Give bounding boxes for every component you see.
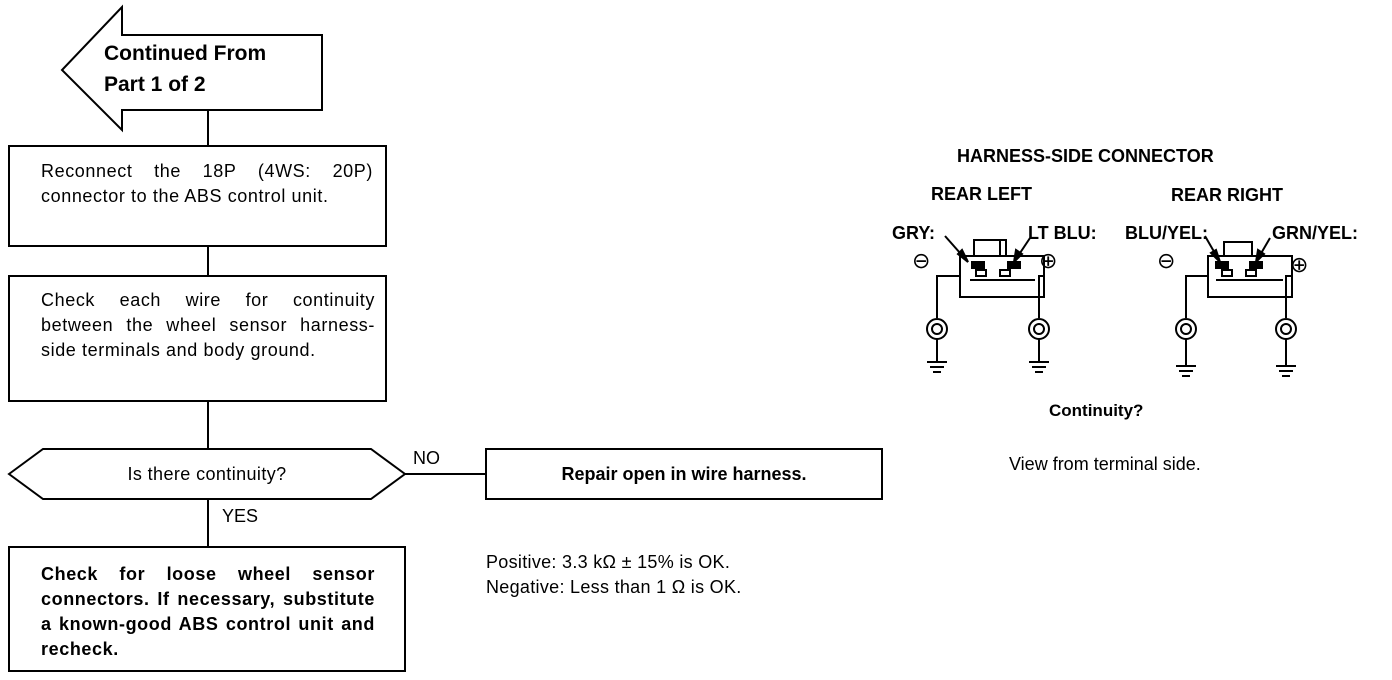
start-arrow-line1: Continued From <box>104 42 267 65</box>
minus-icon: ⊖ <box>912 248 931 273</box>
no-result-text: Repair open in wire harness. <box>561 464 807 484</box>
connector-title: HARNESS-SIDE CONNECTOR <box>957 146 1214 166</box>
view-caption: View from terminal side. <box>1009 454 1201 474</box>
rear-left-gry-label: GRY: <box>892 223 935 243</box>
continuity-caption: Continuity? <box>1049 401 1144 420</box>
rear-right-grnyel-label: GRN/YEL: <box>1272 223 1359 243</box>
spec-positive: Positive: 3.3 kΩ ± 15% is OK. <box>486 552 731 572</box>
spec-negative: Negative: Less than 1 Ω is OK. <box>486 577 742 597</box>
rear-left-connector <box>926 235 1050 373</box>
rear-left-label: REAR LEFT <box>931 184 1032 204</box>
rear-right-connector <box>1175 235 1297 377</box>
rear-right-label: REAR RIGHT <box>1171 185 1283 205</box>
step1-text: Reconnect the 18P (4WS: 20P) connector t… <box>41 161 373 206</box>
rear-right-bluyel-label: BLU/YEL: <box>1125 223 1208 243</box>
yes-label: YES <box>222 506 259 526</box>
yes-result-box-border <box>8 546 406 672</box>
yes-result-text: Check for loose wheel sensor connectors.… <box>41 564 375 659</box>
plus-icon: ⊕ <box>1290 252 1309 277</box>
start-arrow-shape <box>60 4 323 133</box>
decision-hexagon <box>7 448 407 500</box>
step2-box-border <box>8 275 387 402</box>
no-label: NO <box>413 448 440 468</box>
step2-text: Check each wire for continuity between t… <box>41 290 375 360</box>
start-arrow-label: Continued From Part 1 of 2 <box>104 38 319 100</box>
rear-left-ltblu-label: LT BLU: <box>1028 223 1097 243</box>
start-arrow-line2: Part 1 of 2 <box>104 73 206 96</box>
decision-text: Is there continuity? <box>127 464 287 484</box>
plus-icon: ⊕ <box>1039 248 1058 273</box>
step1-box-border <box>8 145 387 247</box>
minus-icon: ⊖ <box>1157 248 1176 273</box>
no-result-box-border <box>485 448 883 500</box>
